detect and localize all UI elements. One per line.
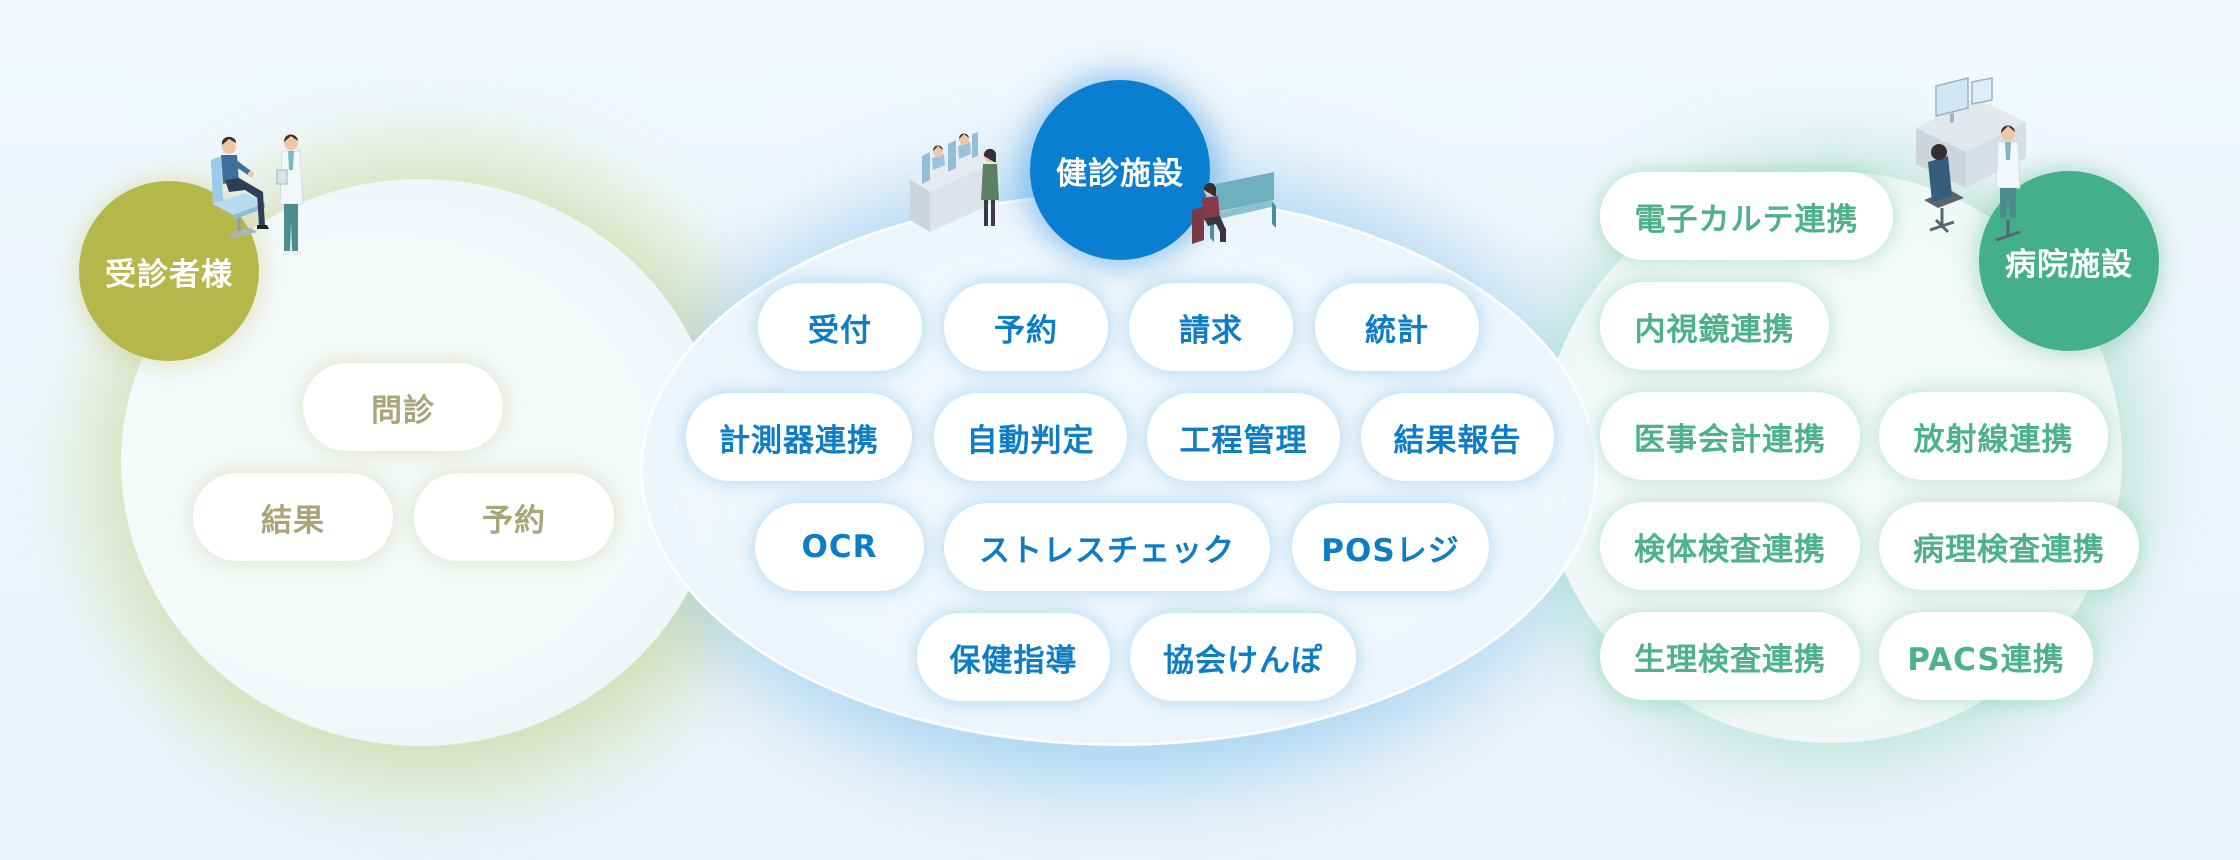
bench [1192, 172, 1276, 244]
stress-check-pill: ストレスチェック [944, 503, 1270, 591]
physiological-test-integration-pill: 生理検査連携 [1600, 612, 1860, 700]
patient-and-doctor-icon [211, 134, 304, 255]
checkup-facility-badge: 健診施設 [1030, 80, 1210, 260]
patient-figure [1924, 144, 1964, 234]
process-management-pill: 工程管理 [1147, 393, 1340, 481]
specimen-test-integration-pill: 検体検査連携 [1600, 502, 1860, 590]
doctor-consultation-icon [1916, 77, 2026, 242]
appointment-pill: 予約 [944, 283, 1108, 371]
results-pill: 結果 [193, 473, 393, 561]
auto-judgment-pill: 自動判定 [934, 393, 1127, 481]
radiology-integration-pill: 放射線連携 [1879, 392, 2108, 480]
billing-pill: 請求 [1129, 283, 1293, 371]
doctor-figure [276, 134, 304, 255]
result-report-pill: 結果報告 [1361, 393, 1554, 481]
medical-accounting-integration-pill: 医事会計連携 [1600, 392, 1860, 480]
kyokai-kenpo-pill: 協会けんぽ [1130, 613, 1356, 701]
seated-visitor-figure [1202, 182, 1226, 242]
monitor [1935, 77, 1993, 123]
emr-integration-pill: 電子カルテ連携 [1600, 172, 1893, 260]
doctor-figure [1995, 125, 2021, 242]
measuring-device-integration-pill: 計測器連携 [686, 393, 912, 481]
visitor-figure [981, 148, 999, 226]
ocr-pill: OCR [755, 503, 924, 591]
pacs-integration-pill: PACS連携 [1879, 612, 2093, 700]
reception-pill: 受付 [758, 283, 922, 371]
reception-desk-icon [910, 132, 1000, 232]
interview-pill: 問診 [303, 363, 503, 451]
exam-chair [211, 156, 265, 238]
appointment-pill: 予約 [414, 473, 614, 561]
patient-figure [221, 136, 269, 229]
statistics-pill: 統計 [1315, 283, 1479, 371]
waiting-bench-icon [1192, 172, 1276, 244]
pos-register-pill: POSレジ [1292, 503, 1489, 591]
health-guidance-pill: 保健指導 [917, 613, 1110, 701]
pathology-test-integration-pill: 病理検査連携 [1879, 502, 2139, 590]
endoscopy-integration-pill: 内視鏡連携 [1600, 282, 1829, 370]
